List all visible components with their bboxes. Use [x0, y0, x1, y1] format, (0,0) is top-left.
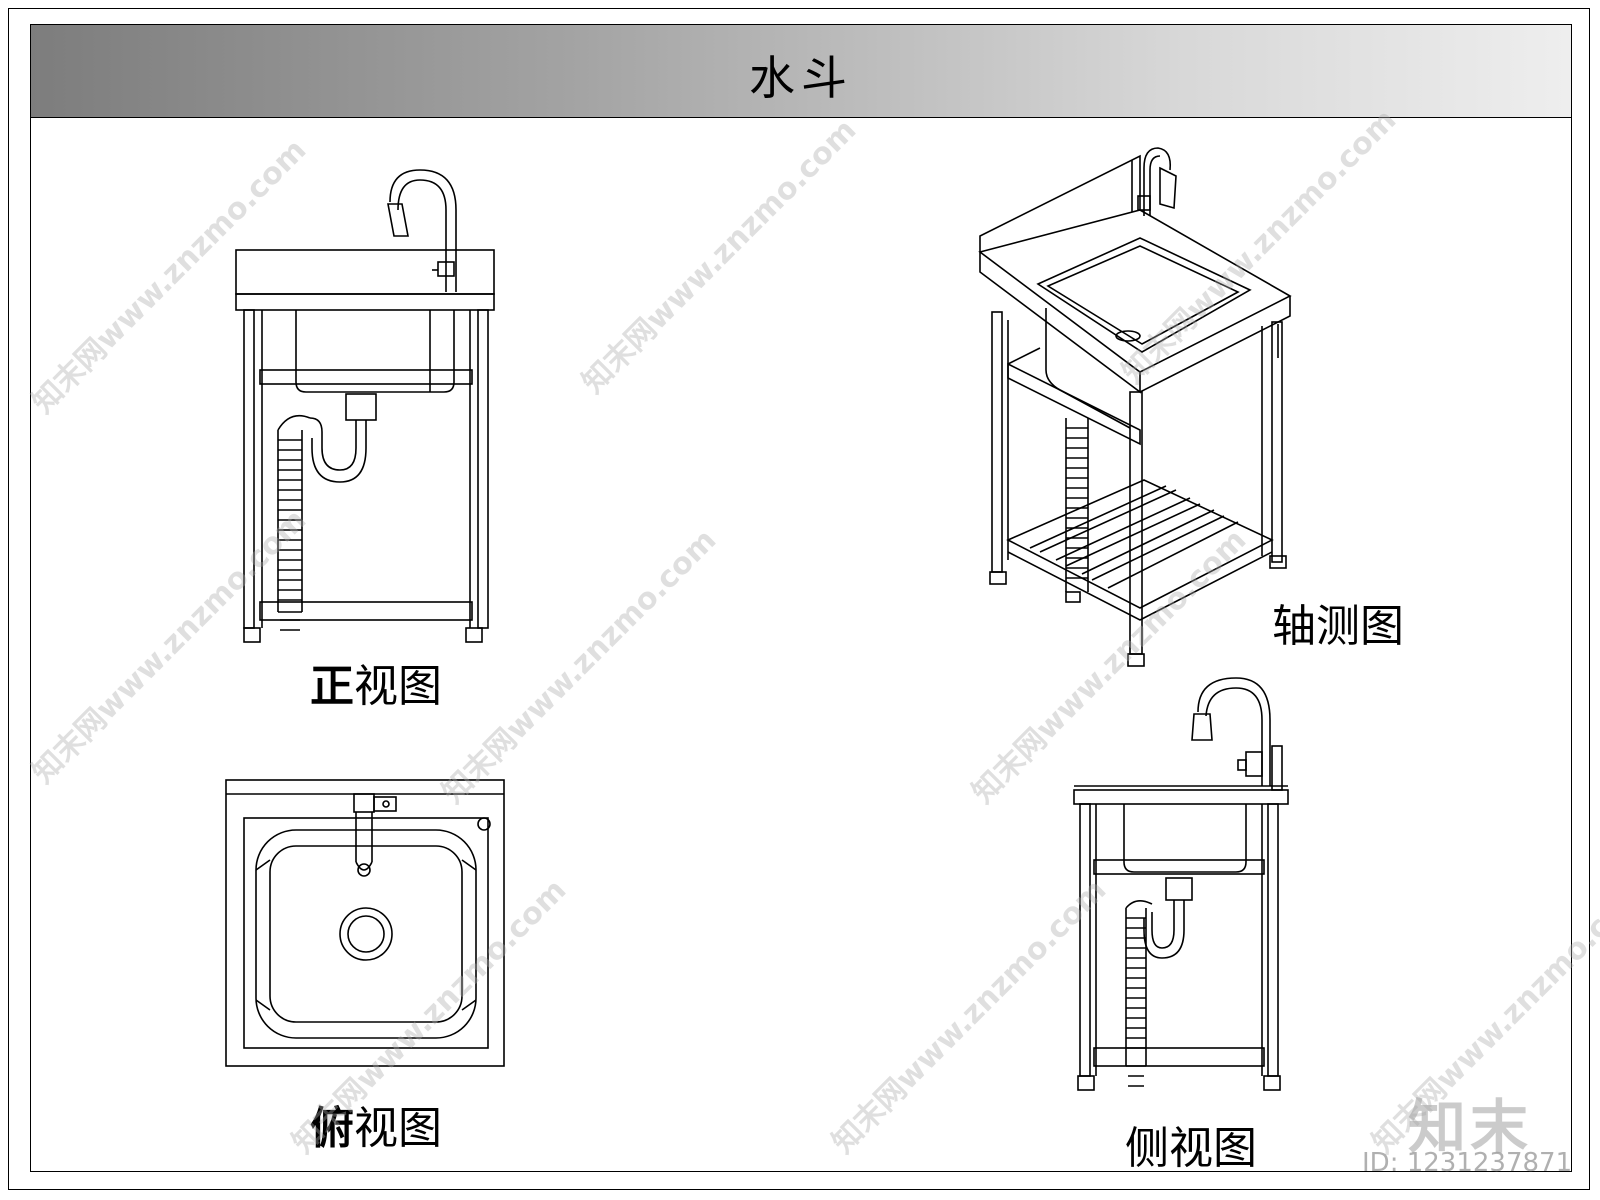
brand-logo: 知末 [1408, 1093, 1533, 1161]
drawing-title: 水斗 [749, 51, 853, 105]
inner-frame [30, 24, 1572, 1172]
title-bar: 水斗 [31, 25, 1571, 118]
side-view-drawing [1073, 677, 1289, 1091]
drawing-id: ID: 1231237871 [1362, 1148, 1573, 1178]
top-view-drawing [225, 779, 505, 1067]
outer-frame [8, 8, 1590, 1190]
front-view-label: 正视图 [310, 661, 442, 712]
side-view-label: 侧视图 [1125, 1123, 1257, 1174]
isometric-view-label: 轴测图 [1272, 601, 1404, 652]
isometric-view-drawing [978, 147, 1292, 667]
front-view-drawing [235, 169, 495, 643]
top-view-label: 俯视图 [310, 1103, 442, 1154]
